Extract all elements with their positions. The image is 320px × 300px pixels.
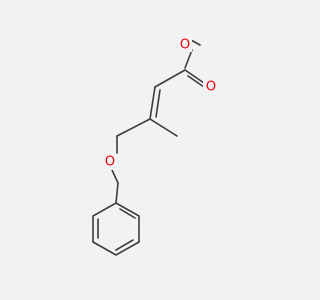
bond-ether-o-benzyl: [111, 169, 119, 184]
bond-carbonyl-alkene: [154, 69, 186, 88]
carbonyl-o-bg: [203, 78, 217, 94]
bond-benzyl-ring: [115, 182, 119, 204]
ester-o-bg: [178, 36, 192, 52]
ether-o-bg: [103, 154, 117, 170]
bond-carbonyl-double-2: [187, 75, 205, 88]
benzene-ring: [92, 202, 140, 256]
bond-methyl-ester-o: [190, 39, 201, 46]
ester-oxygen-label: O: [180, 38, 190, 53]
ring-double-1: [119, 208, 136, 219]
ring-double-2: [115, 239, 134, 251]
bond-alkene-double-1: [149, 86, 156, 120]
bond-alkene-ch2: [116, 118, 151, 137]
structure-diagram: O O O: [92, 36, 217, 256]
carbonyl-oxygen-label: O: [206, 80, 216, 95]
bond-ester-o-carbonyl-c: [184, 49, 193, 69]
bond-alkene-methyl: [149, 118, 178, 137]
bond-carbonyl-double-1: [184, 69, 205, 84]
ether-oxygen-label: O: [105, 155, 115, 170]
bond-alkene-double-2: [155, 89, 161, 118]
